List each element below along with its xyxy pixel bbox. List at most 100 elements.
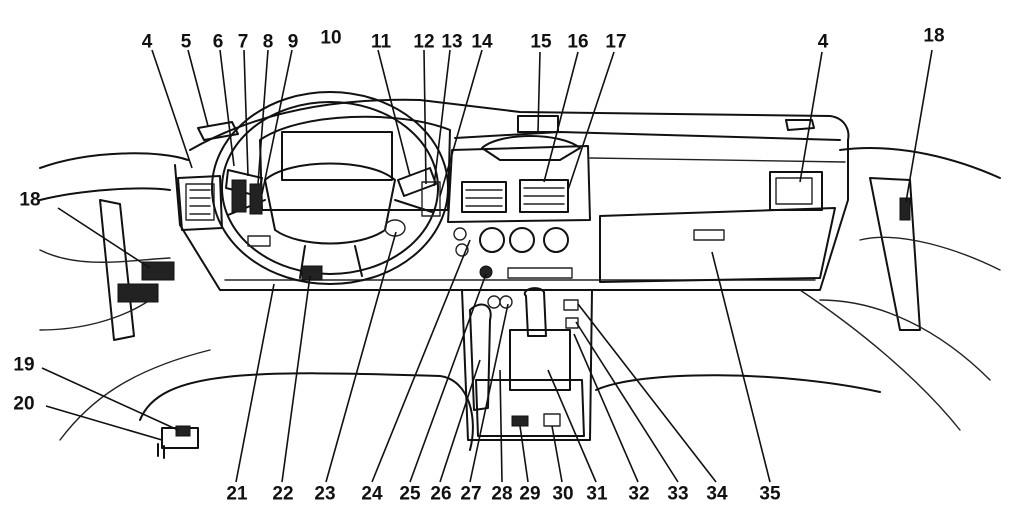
console-lower	[475, 379, 585, 437]
leader-33	[575, 321, 679, 483]
glove-box	[599, 207, 836, 283]
callout-6: 6	[212, 31, 224, 53]
callout-29: 29	[519, 483, 541, 505]
console-switch-c	[563, 299, 579, 311]
leader-8	[257, 49, 269, 185]
leader-4b	[799, 51, 823, 183]
center-console-body	[461, 289, 593, 441]
leader-18a	[57, 207, 151, 269]
leader-28	[499, 369, 503, 483]
callout-34: 34	[706, 483, 728, 505]
hvac-knob-2	[509, 227, 535, 253]
leader-27	[469, 303, 509, 483]
dashboard-top-edge	[189, 98, 850, 151]
left-door-panel	[39, 249, 211, 441]
center-defroster	[481, 135, 581, 161]
leader-6	[219, 49, 235, 167]
switch-cluster-left	[231, 179, 263, 215]
console-button-1	[511, 415, 529, 427]
steering-wheel-rim-inner	[221, 101, 439, 275]
callout-10: 10	[320, 27, 342, 49]
left-defroster-vent	[197, 121, 239, 141]
callout-12: 12	[413, 31, 435, 53]
callout-35: 35	[759, 483, 781, 505]
callout-16: 16	[567, 31, 589, 53]
lighter	[479, 265, 493, 279]
callout-32: 32	[628, 483, 650, 505]
instrument-display	[281, 131, 393, 181]
dashboard-lower-edge	[174, 139, 849, 291]
callout-18-right: 18	[923, 25, 945, 47]
console-button-2	[543, 413, 561, 427]
center-vent-slats	[465, 187, 565, 207]
leader-14	[439, 49, 483, 197]
right-vent	[775, 177, 813, 205]
callout-24: 24	[361, 483, 383, 505]
callout-11: 11	[370, 31, 392, 53]
callout-14: 14	[471, 31, 493, 53]
callout-7: 7	[237, 31, 249, 53]
left-window-switches	[141, 261, 175, 281]
leader-26	[439, 359, 481, 483]
callout-31: 31	[586, 483, 608, 505]
callout-4-right: 4	[817, 31, 829, 53]
callout-15: 15	[530, 31, 552, 53]
leader-24	[371, 239, 471, 483]
leader-18b	[905, 49, 933, 203]
callout-19: 19	[13, 354, 35, 376]
small-knob	[453, 227, 467, 241]
hvac-knob-3	[543, 227, 569, 253]
steering-wheel-hub	[264, 162, 396, 245]
dashboard-upper-ridge	[454, 131, 841, 141]
callout-17: 17	[605, 31, 627, 53]
leader-13	[433, 49, 451, 187]
console-switch-b	[499, 295, 513, 309]
instrument-cluster-hood	[259, 115, 451, 211]
callout-21: 21	[226, 483, 248, 505]
steering-switch	[301, 265, 323, 281]
steering-wheel-rim	[211, 91, 449, 285]
horn-pad-mark	[247, 235, 271, 247]
callout-27: 27	[460, 483, 482, 505]
leader-32	[573, 333, 639, 483]
leader-34	[577, 303, 717, 483]
center-vent-left	[461, 181, 507, 213]
callout-23: 23	[314, 483, 336, 505]
leader-4a	[151, 49, 193, 169]
center-console-top	[447, 145, 591, 223]
callout-20: 20	[13, 393, 35, 415]
leader-29	[519, 425, 529, 483]
callout-13: 13	[441, 31, 463, 53]
leader-15	[537, 51, 541, 133]
callout-9: 9	[287, 31, 299, 53]
passenger-seat	[595, 374, 881, 393]
callout-22: 22	[272, 483, 294, 505]
leader-22	[281, 275, 311, 483]
glove-box-handle	[693, 229, 725, 241]
gear-lever	[523, 287, 547, 337]
leader-30	[551, 425, 563, 483]
console-switch-d	[565, 317, 579, 329]
leader-35	[711, 251, 771, 483]
right-defroster-vent	[785, 119, 815, 131]
detached-switch-button	[175, 425, 191, 437]
right-door-switch	[899, 197, 911, 221]
leader-16	[543, 51, 579, 183]
radio-slot	[507, 267, 573, 279]
leader-20	[45, 405, 163, 441]
leader-19	[41, 367, 179, 431]
leader-21	[235, 283, 275, 483]
driver-seat	[139, 372, 474, 451]
leader-9	[261, 49, 293, 195]
left-switch-panel	[117, 283, 159, 303]
callout-26: 26	[430, 483, 452, 505]
right-door-panel	[799, 236, 1001, 431]
leader-12	[423, 49, 427, 185]
small-knob-2	[455, 243, 469, 257]
detached-switch-pins	[157, 443, 165, 459]
callout-18-left: 18	[19, 189, 41, 211]
leader-25	[409, 273, 487, 483]
left-door	[39, 152, 189, 341]
console-switch-a	[487, 295, 501, 309]
